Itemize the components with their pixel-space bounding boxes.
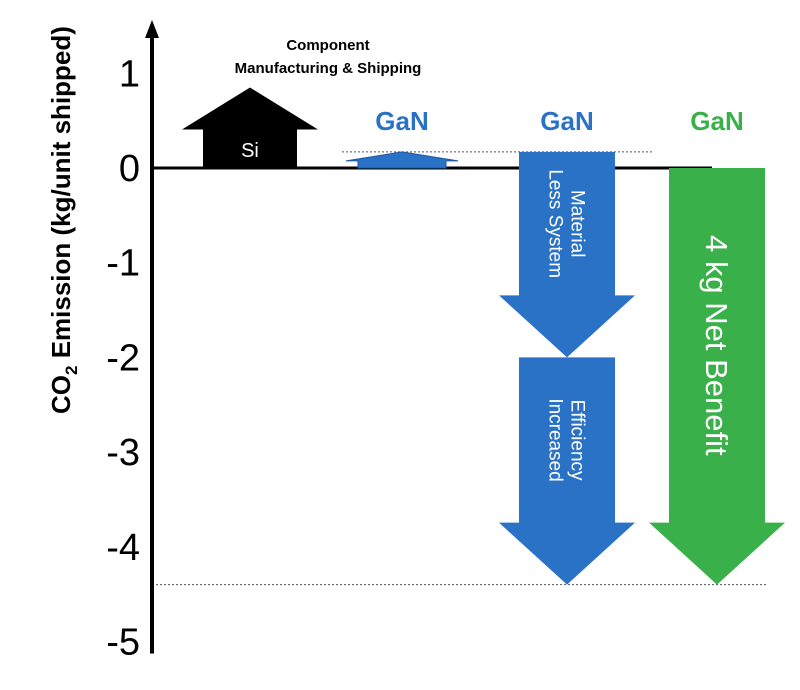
arrow-text-group: 4 kg Net Benefit — [699, 235, 734, 456]
arrow-shape — [499, 357, 635, 585]
y-tick-label: -2 — [106, 337, 140, 379]
y-tick-label: -5 — [106, 622, 140, 664]
arrow-shape — [649, 168, 785, 585]
y-axis-arrowhead — [145, 20, 159, 38]
category-label: GaN — [540, 106, 593, 136]
si-manufacturing-arrow: Si — [182, 87, 318, 168]
arrow-inner-label: Si — [241, 140, 259, 162]
arrow-shape — [345, 151, 459, 169]
y-tick-label: -1 — [106, 243, 140, 285]
category-label: GaN — [690, 106, 743, 136]
arrow-text-line: Increased — [544, 398, 565, 481]
y-axis — [145, 20, 159, 654]
y-tick-labels: 1 0 -1 -2 -3 -4 -5 — [106, 53, 140, 663]
reference-lines — [152, 151, 768, 586]
y-axis-label: CO2 Emission (kg/unit shipped) — [46, 26, 81, 414]
gan-manufacturing-arrow — [345, 151, 459, 169]
arrow-shape — [499, 151, 635, 358]
y-tick-label: -4 — [106, 527, 140, 569]
gan-net-benefit-arrow: 4 kg Net Benefit — [649, 168, 785, 585]
y-tick-label: 0 — [119, 148, 140, 190]
arrow-text-line: Material — [566, 190, 587, 258]
annotation-line-1: Component — [286, 37, 369, 54]
y-tick-label: 1 — [119, 53, 140, 95]
arrow-text-line: 4 kg Net Benefit — [699, 235, 734, 456]
arrow-text-line: Less System — [544, 169, 565, 278]
category-label: GaN — [375, 106, 428, 136]
arrow-text-line: Efficiency — [566, 400, 587, 481]
arrow-shape — [182, 87, 318, 168]
annotation-line-2: Manufacturing & Shipping — [235, 60, 422, 77]
y-tick-label: -3 — [106, 432, 140, 474]
